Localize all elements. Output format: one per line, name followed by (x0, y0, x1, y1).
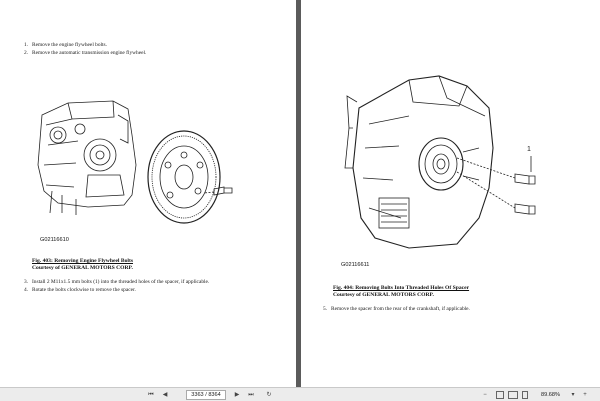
fit-width-icon[interactable] (508, 391, 518, 399)
step-text: Rotate the bolts clockwise to remove the… (32, 287, 136, 293)
step-number: 2. (24, 50, 29, 56)
step-3: 3.Install 2 M11x1.5 mm bolts (1) into th… (24, 279, 209, 286)
document-page-right: 1 G02116611 Fig. 404: Removing Bolts Int… (301, 0, 600, 387)
step-1: 1.Remove the engine flywheel bolts. (24, 42, 107, 49)
figure-caption-title: Fig. 403: Removing Engine Flywheel Bolts (32, 258, 133, 264)
step-4: 4.Rotate the bolts clockwise to remove t… (24, 287, 136, 294)
step-5: 5.Remove the spacer from the rear of the… (323, 306, 470, 313)
figure-code: G02116611 (341, 262, 370, 268)
spacer-bolts-illustration (344, 75, 536, 249)
viewer-statusbar: ⏮ ◀ 3363 / 8364 ▶ ⏭ ↻ − 89.68% ▾ + (0, 387, 600, 401)
zoom-dropdown-icon[interactable]: ▾ (571, 392, 575, 398)
engine-flywheel-illustration (37, 100, 233, 224)
next-page-icon[interactable]: ▶ (234, 392, 240, 398)
refresh-icon[interactable]: ↻ (266, 392, 272, 398)
document-viewer[interactable]: 1.Remove the engine flywheel bolts. 2.Re… (0, 0, 600, 387)
last-page-icon[interactable]: ⏭ (248, 392, 254, 398)
figure-caption-credit: Courtesy of GENERAL MOTORS CORP. (333, 292, 434, 298)
step-text: Remove the engine flywheel bolts. (32, 42, 108, 48)
document-page-left: 1.Remove the engine flywheel bolts. 2.Re… (0, 0, 296, 387)
prev-page-icon[interactable]: ◀ (162, 392, 168, 398)
step-text: Remove the spacer from the rear of the c… (331, 306, 470, 312)
zoom-in-icon[interactable]: + (583, 392, 587, 398)
single-page-icon[interactable] (522, 391, 528, 399)
step-text: Remove the automatic transmission engine… (32, 50, 147, 56)
step-2: 2.Remove the automatic transmission engi… (24, 50, 146, 57)
callout-label: 1 (527, 146, 531, 153)
figure-caption-credit: Courtesy of GENERAL MOTORS CORP. (32, 265, 133, 271)
figure-code: G02116610 (40, 237, 69, 243)
step-text: Install 2 M11x1.5 mm bolts (1) into the … (32, 279, 210, 285)
step-number: 4. (24, 287, 29, 293)
zoom-out-icon[interactable]: − (483, 392, 487, 398)
first-page-icon[interactable]: ⏮ (148, 392, 154, 398)
step-number: 1. (24, 42, 29, 48)
page-number-input[interactable]: 3363 / 8364 (186, 390, 226, 400)
step-number: 3. (24, 279, 29, 285)
step-number: 5. (323, 306, 328, 312)
figure-caption-title: Fig. 404: Removing Bolts Into Threaded H… (333, 285, 470, 291)
fit-page-icon[interactable] (496, 391, 504, 399)
zoom-level[interactable]: 89.68% (541, 392, 560, 398)
